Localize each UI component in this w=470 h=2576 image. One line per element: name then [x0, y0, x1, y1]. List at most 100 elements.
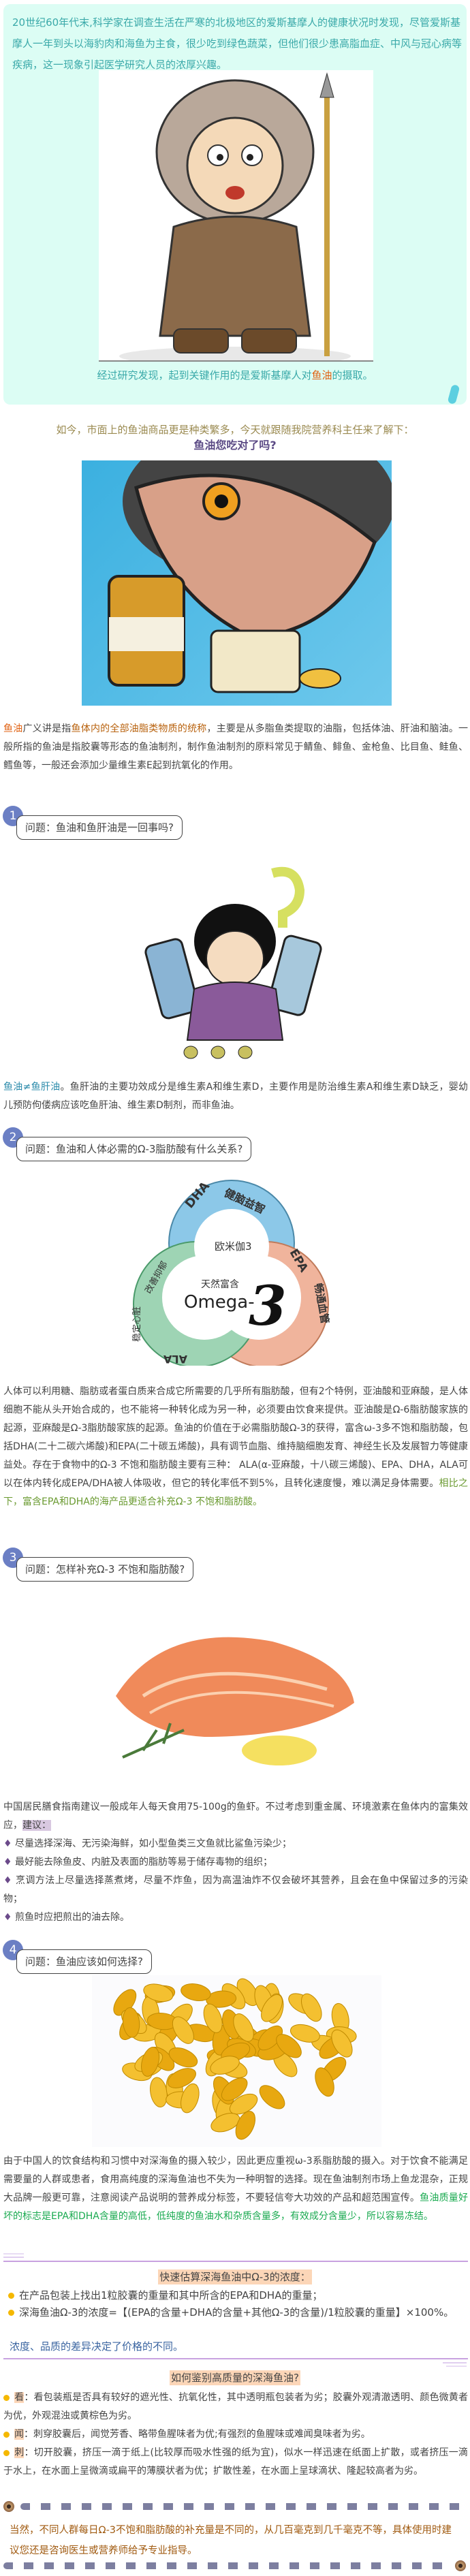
- salmon-photo: [102, 1594, 371, 1778]
- answer-3-text: 中国居民膳食指南建议一般成年人每天食用75-100g的鱼虾。不过考虑到重金属、环…: [3, 1802, 468, 1831]
- estimate-title: 快速估算深海鱼油中Ω-3的浓度：: [158, 2269, 312, 2284]
- question-3: 3 问题：怎样补充Ω-3 不饱和脂肪酸?: [3, 1548, 234, 1582]
- intro-text: 20世纪60年代末,科学家在调查生活在严寒的北极地区的爱斯基摩人的健康状况时发现…: [12, 16, 463, 71]
- estimate-title-wrap: 快速估算深海鱼油中Ω-3的浓度：: [3, 2269, 467, 2284]
- fish-oil-capsules-photo: [92, 1975, 381, 2147]
- capsule-shape: [221, 2077, 248, 2101]
- omega-3-diagram: DHA 健脑益智 EPA 畅通血管 改善抑郁 稳定心脏 ALA 欧米伽3 天然富…: [123, 1172, 341, 1366]
- capsule-shape: [235, 2111, 256, 2140]
- diamond-icon: ♦: [3, 1857, 16, 1868]
- capsule-shape: [233, 2013, 254, 2042]
- identify-text: ：看包装瓶是否具有较好的遮光性、抗氧化性，其中透明瓶包装者为劣；胶囊外观清澈透明…: [3, 2392, 469, 2421]
- question-text: 问题：鱼油和鱼肝油是一回事吗?: [16, 815, 183, 840]
- capsule-shape: [203, 2003, 223, 2033]
- estimate-text: 深海鱼油Ω-3的浓度=【(EPA的含量+DHA的含量+其他Ω-3的含量)/1粒胶…: [19, 2306, 454, 2319]
- capsule-shape: [150, 2077, 168, 2108]
- identify-tag: 刺: [14, 2447, 25, 2458]
- answer-4-text: 由于中国人的饮食结构和习惯中对深海鱼的摄入较少，因此更应重视ω-3系脂肪酸的摄入…: [3, 2156, 468, 2203]
- identify-item-pierce: 刺：切开胶囊，挤压一滴于纸上(比较厚而吸水性强的纸为宜)，似水一样迅速在纸面上扩…: [3, 2444, 468, 2481]
- bullet-dot-icon: [8, 2293, 14, 2299]
- rivet-icon: [455, 2560, 466, 2571]
- capsule-shape: [141, 2047, 160, 2077]
- capsule-shape: [261, 1994, 283, 2022]
- ala-benefit-label: 稳定心脏: [131, 1306, 142, 1342]
- divider-decoration: [443, 2362, 467, 2363]
- capsule-shape: [181, 2083, 200, 2114]
- definition-seg: 广义讲是指: [22, 723, 72, 734]
- capsule-shape: [143, 1983, 174, 2002]
- footer-note: 当然，不同人群每日Ω-3不饱和脂肪酸的补充量是不同的，从几百毫克到几千毫克不等，…: [10, 2525, 452, 2556]
- capsule-shape: [315, 2067, 334, 2097]
- bullet-dot-icon: [3, 2394, 10, 2401]
- identify-tag: 看: [14, 2392, 25, 2403]
- advice-text: 尽量选择深海、无污染海鲜，如小型鱼类三文鱼就比鲨鱼污染少；: [15, 1838, 292, 1849]
- capsule-shape: [172, 2016, 194, 2044]
- divider-decoration: [3, 2257, 24, 2258]
- finding-prefix: 经过研究发现，起到关键作用的是爱斯基摩人对: [97, 369, 312, 381]
- advice-item: ♦ 尽量选择深海、无污染海鲜，如小型鱼类三文鱼就比鲨鱼污染少；: [3, 1835, 468, 1853]
- answer-2-paragraph: 人体可以利用糖、脂肪或者蛋白质来合成它所需要的几乎所有脂肪酸，但有2个特例，亚油…: [3, 1383, 468, 1511]
- dashed-border: [3, 2562, 450, 2569]
- omega-center-top: 欧米伽3: [215, 1240, 252, 1253]
- answer-4-paragraph: 由于中国人的饮食结构和习惯中对深海鱼的摄入较少，因此更应重视ω-3系脂肪酸的摄入…: [3, 2152, 468, 2226]
- identify-title: 如何鉴别高质量的深海鱼油?: [170, 2370, 300, 2385]
- section-divider: [3, 2358, 468, 2359]
- capsule-shape: [289, 2024, 320, 2043]
- section-divider: [3, 2261, 468, 2262]
- capsule-shape: [276, 2034, 302, 2058]
- answer-2-highlight: 相比之下，富含EPA和DHA的海产品更适合补充Ω-3 不饱和脂肪酸。: [3, 1478, 469, 1507]
- advice-text: 煎鱼时应把煎出的油去除。: [15, 1912, 130, 1923]
- question-text: 问题：鱼油应该如何选择?: [16, 1949, 152, 1974]
- lead-title: 鱼油您吃对了吗?: [193, 439, 277, 452]
- question-1: 1 问题：鱼油和鱼肝油是一回事吗?: [3, 806, 221, 840]
- question-2: 2 问题：鱼油和人体必需的Ω-3脂肪酸有什么关系?: [3, 1127, 302, 1161]
- estimate-item: 在产品包装上找出1粒胶囊的重量和其中所含的EPA和DHA的重量；: [8, 2287, 465, 2304]
- omega-center-main: Omega-: [184, 1292, 255, 1313]
- advice-item: ♦ 煎鱼时应把煎出的油去除。: [3, 1909, 468, 1927]
- eskimo-illustration: [99, 70, 373, 362]
- bullet-dot-icon: [3, 2431, 10, 2438]
- diamond-icon: ♦: [3, 1912, 16, 1923]
- bullet-dot-icon: [8, 2310, 14, 2316]
- capsule-shape: [259, 2085, 285, 2109]
- advice-item: ♦ 烹调方法上尽量选择蒸煮烤，尽量不炸鱼，因为高温油炸不仅会破坏其营养，且会在鱼…: [3, 1872, 468, 1909]
- advice-list: ♦ 尽量选择深海、无污染海鲜，如小型鱼类三文鱼就比鲨鱼污染少； ♦ 最好能去除鱼…: [3, 1835, 468, 1927]
- identify-item-look: 看：看包装瓶是否具有较好的遮光性、抗氧化性，其中透明瓶包装者为劣；胶囊外观清澈透…: [3, 2389, 468, 2425]
- estimate-list: 在产品包装上找出1粒胶囊的重量和其中所含的EPA和DHA的重量； 深海鱼油Ω-3…: [8, 2287, 465, 2321]
- advice-text: 最好能去除鱼皮、内脏及表面的脂肪等易于储存毒物的组织；: [15, 1857, 273, 1868]
- definition-paragraph: 鱼油广义讲是指鱼体内的全部油脂类物质的统称，主要是从多脂鱼类提取的油脂，包括体油…: [3, 720, 468, 775]
- divider-decoration: [446, 2366, 467, 2367]
- answer-2-text: 人体可以利用糖、脂肪或者蛋白质来合成它所需要的几乎所有脂肪酸，但有2个特例，亚油…: [3, 1386, 468, 1489]
- capsule-shape: [167, 2068, 196, 2088]
- advice-item: ♦ 最好能去除鱼皮、内脏及表面的脂肪等易于储存毒物的组织；: [3, 1853, 468, 1872]
- rivet-icon: [3, 2501, 14, 2512]
- question-text: 问题：鱼油和人体必需的Ω-3脂肪酸有什么关系?: [16, 1137, 252, 1161]
- dashed-border: [20, 2503, 467, 2510]
- omega-center-small: 天然富含: [201, 1278, 239, 1290]
- definition-highlight: 鱼体内的全部油脂类物质的统称: [71, 723, 207, 734]
- fish-oil-illustration: [82, 460, 392, 706]
- identify-text: ：切开胶囊，挤压一滴于纸上(比较厚而吸水性强的纸为宜)，似水一样迅速在纸面上扩散…: [3, 2447, 469, 2477]
- question-4: 4 问题：鱼油应该如何选择?: [3, 1940, 187, 1974]
- advice-text: 烹调方法上尽量选择蒸煮烤，尽量不炸鱼，因为高温油炸不仅会破坏其营养，且会在鱼中保…: [3, 1875, 468, 1904]
- capsule-shape: [181, 1983, 211, 2001]
- diamond-icon: ♦: [3, 1875, 16, 1886]
- identify-title-wrap: 如何鉴别高质量的深海鱼油?: [3, 2370, 467, 2385]
- capsule-shape: [122, 2007, 140, 2038]
- advice-label: 建议：: [22, 1820, 51, 1831]
- capsule-shape: [257, 2025, 283, 2051]
- estimate-item: 深海鱼油Ω-3的浓度=【(EPA的含量+DHA的含量+其他Ω-3的含量)/1粒胶…: [8, 2304, 465, 2321]
- identify-list: 看：看包装瓶是否具有较好的遮光性、抗氧化性，其中透明瓶包装者为劣；胶囊外观清澈透…: [3, 2389, 468, 2481]
- capsule-shape: [206, 1990, 237, 2008]
- capsule-shape: [210, 2056, 240, 2075]
- fish-oil-vs-cod-liver-oil-cartoon: [140, 860, 330, 1064]
- diamond-icon: ♦: [3, 1838, 16, 1849]
- answer-3-paragraph: 中国居民膳食指南建议一般成年人每天食用75-100g的鱼虾。不过考虑到重金属、环…: [3, 1798, 468, 1835]
- lead-text: 如今，市面上的鱼油商品更是种类繁多，今天就跟随我院营养科主任来了解下：: [56, 424, 414, 436]
- capsule-shape: [168, 2047, 198, 2068]
- divider-decoration: [3, 2253, 24, 2255]
- bullet-dot-icon: [3, 2449, 10, 2456]
- intro-finding: 经过研究发现，起到关键作用的是爱斯基摩人对鱼油的摄取。: [3, 368, 467, 382]
- estimate-note: 浓度、品质的差异决定了价格的不同。: [10, 2340, 184, 2353]
- ala-label: ALA: [163, 1353, 187, 1366]
